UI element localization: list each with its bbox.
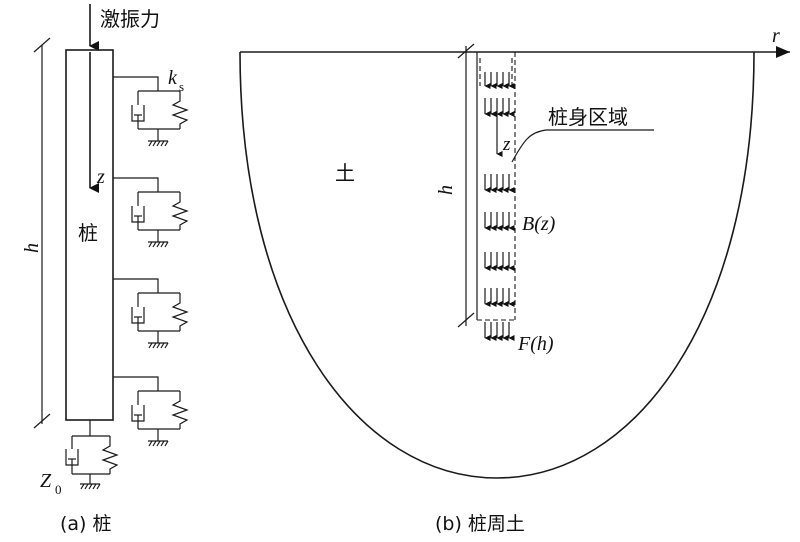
soil-h-label: h <box>435 185 457 195</box>
base-Z-label: Z <box>40 470 52 492</box>
soil-h-tick-top <box>457 43 475 59</box>
base-Z-subscript: 0 <box>55 482 62 497</box>
arrow-row-1 <box>479 58 515 89</box>
caption-a: (a) 桩 <box>60 513 112 535</box>
arrow-row-4 <box>484 212 515 231</box>
soil-label: 土 <box>335 161 355 185</box>
bz-label: B(z) <box>522 213 556 235</box>
region-leader-line <box>511 129 654 163</box>
r-axis-label: r <box>772 25 780 47</box>
spring-damper-2 <box>113 177 189 248</box>
soil-z-label: z <box>502 134 511 155</box>
arrow-row-2 <box>484 98 515 117</box>
base-spring-damper <box>65 420 119 490</box>
h-dimension-tick-bottom <box>33 413 51 429</box>
arrow-row-5 <box>484 252 515 271</box>
body-force-arrows <box>479 58 515 307</box>
pile-h-label: h <box>21 243 43 253</box>
spring-damper-4 <box>113 376 189 447</box>
panel-b-soil: r 土 h <box>239 25 790 535</box>
pile-label: 桩 <box>78 221 98 245</box>
arrow-row-6 <box>484 288 515 307</box>
excitation-force-label: 激振力 <box>100 7 160 31</box>
spring-k-subscript: s <box>179 79 184 94</box>
arrow-row-3 <box>484 174 515 193</box>
spring-damper-1 <box>113 76 189 147</box>
spring-k-label: k <box>168 67 178 89</box>
soil-h-tick-bottom <box>457 312 475 328</box>
fh-label: F(h) <box>517 333 554 355</box>
pile-z-label: z <box>96 166 105 188</box>
h-dimension-tick-top <box>33 37 51 53</box>
caption-b: (b) 桩周土 <box>435 513 525 535</box>
region-label: 桩身区域 <box>548 105 628 129</box>
panel-a-pile: 激振力 z 桩 h k s <box>21 4 189 535</box>
spring-damper-3 <box>113 278 189 349</box>
bottom-force-arrows <box>484 322 515 341</box>
soil-boundary <box>239 51 755 479</box>
